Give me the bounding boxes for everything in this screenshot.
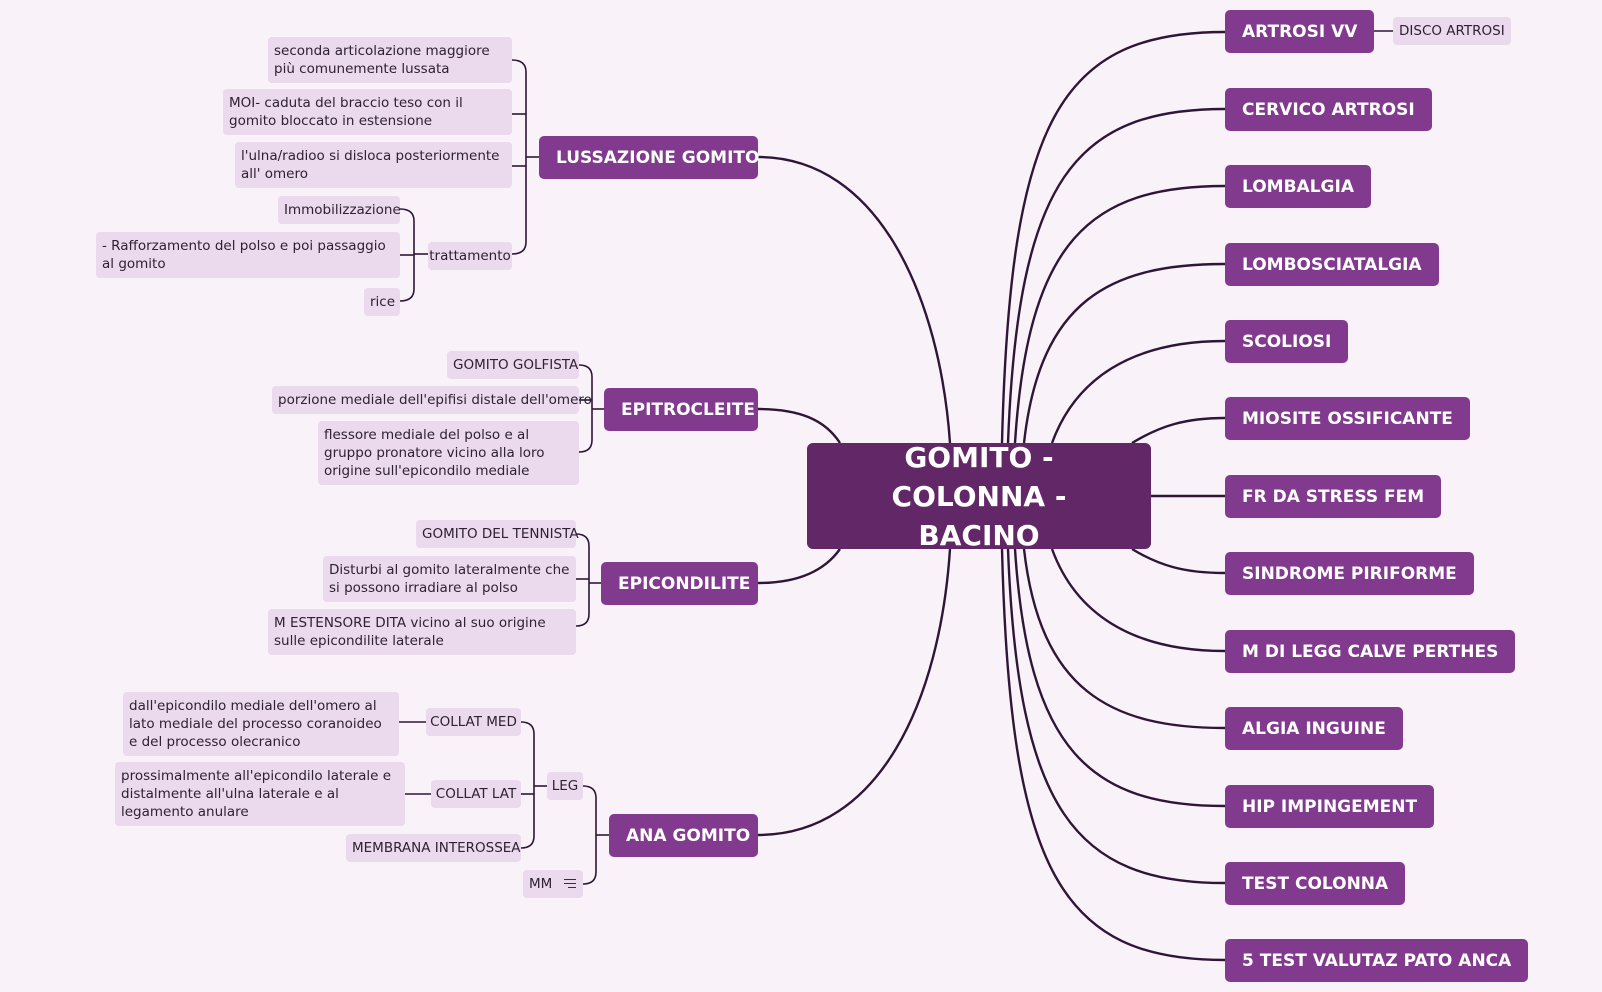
note-lussazione-3[interactable]: l'ulna/radioo si disloca posteriormente …: [235, 142, 512, 188]
topic-scoliosi[interactable]: SCOLIOSI: [1225, 320, 1349, 363]
topic-cervico-artrosi[interactable]: CERVICO ARTROSI: [1225, 88, 1432, 131]
topic-lussazione-gomito[interactable]: LUSSAZIONE GOMITO: [539, 136, 759, 179]
topic-epicondilite[interactable]: EPICONDILITE: [601, 562, 758, 605]
topic-lombosciatalgia[interactable]: LOMBOSCIATALGIA: [1225, 243, 1439, 286]
topic-algia-inguine[interactable]: ALGIA INGUINE: [1225, 707, 1403, 750]
trattamento-item-3[interactable]: rice: [364, 288, 400, 316]
note-epitrocleite-2[interactable]: porzione mediale dell'epifisi distale de…: [272, 386, 592, 414]
topic-fr-da-stress-fem[interactable]: FR DA STRESS FEM: [1225, 475, 1442, 518]
subtopic-leg[interactable]: LEG: [547, 772, 583, 800]
note-collat-med[interactable]: dall'epicondilo mediale dell'omero al la…: [123, 692, 399, 756]
note-epicondilite-1[interactable]: GOMITO DEL TENNISTA: [416, 520, 579, 548]
subtopic-collat-med[interactable]: COLLAT MED: [426, 708, 521, 736]
topic-hip-impingement[interactable]: HIP IMPINGEMENT: [1225, 785, 1435, 828]
topic-miosite-ossificante[interactable]: MIOSITE OSSIFICANTE: [1225, 397, 1470, 440]
note-lussazione-1[interactable]: seconda articolazione maggiore più comun…: [268, 37, 512, 83]
topic-m-di-legg-calve-perthes[interactable]: M DI LEGG CALVE PERTHES: [1225, 630, 1516, 673]
note-epitrocleite-1[interactable]: GOMITO GOLFISTA: [447, 351, 579, 379]
note-collat-lat[interactable]: prossimalmente all'epicondilo laterale e…: [115, 762, 405, 826]
subtopic-trattamento[interactable]: trattamento: [428, 242, 512, 270]
subtopic-mm-label: MM: [529, 876, 553, 892]
trattamento-item-1[interactable]: Immobilizzazione: [278, 196, 401, 224]
subtopic-collat-lat[interactable]: COLLAT LAT: [431, 780, 521, 808]
note-epitrocleite-3[interactable]: flessore mediale del polso e al gruppo p…: [318, 421, 579, 485]
subtopic-mm[interactable]: MM: [523, 870, 583, 898]
topic-test-colonna[interactable]: TEST COLONNA: [1225, 862, 1406, 905]
subtopic-disco-artrosi[interactable]: DISCO ARTROSI: [1393, 17, 1511, 45]
topic-epitrocleite[interactable]: EPITROCLEITE: [604, 388, 758, 431]
topic-5-test-valutaz-pato-anca[interactable]: 5 TEST VALUTAZ PATO ANCA: [1225, 939, 1529, 982]
trattamento-item-2[interactable]: - Rafforzamento del polso e poi passaggi…: [96, 232, 400, 278]
topic-lombalgia[interactable]: LOMBALGIA: [1225, 165, 1371, 208]
note-epicondilite-2[interactable]: Disturbi al gomito lateralmente che si p…: [323, 556, 576, 602]
topic-sindrome-piriforme[interactable]: SINDROME PIRIFORME: [1225, 552, 1474, 595]
central-topic[interactable]: GOMITO - COLONNA - BACINO: [807, 441, 1151, 552]
topic-artrosi-vv[interactable]: ARTROSI VV: [1225, 10, 1375, 53]
subtopic-membrana-interossea[interactable]: MEMBRANA INTEROSSEA: [346, 834, 521, 862]
note-lussazione-2[interactable]: MOI- caduta del braccio teso con il gomi…: [223, 89, 512, 135]
topic-ana-gomito[interactable]: ANA GOMITO: [609, 814, 758, 857]
note-lines-icon: [564, 879, 577, 889]
note-epicondilite-3[interactable]: M ESTENSORE DITA vicino al suo origine s…: [268, 609, 576, 655]
